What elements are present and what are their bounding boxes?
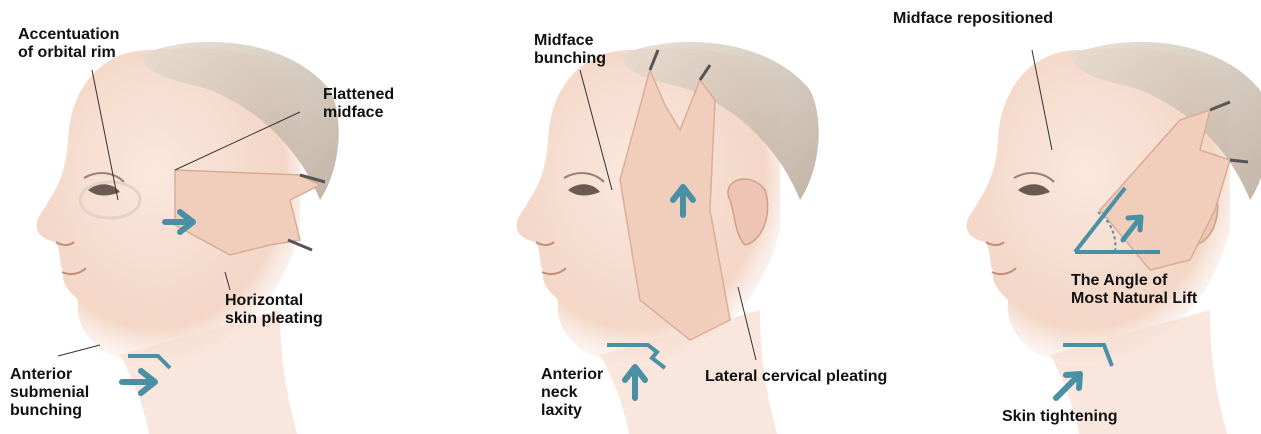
label-angle-lift: The Angle of Most Natural Lift [1071, 272, 1197, 308]
label-submental-bunching: Anterior submenial bunching [10, 366, 89, 420]
label-flattened-midface: Flattened midface [323, 86, 394, 122]
leader-submental [58, 345, 100, 356]
label-horizontal-pleating: Horizontal skin pleating [225, 292, 323, 328]
label-neck-laxity: Anterior neck laxity [541, 366, 603, 420]
label-midface-repositioned: Midface repositioned [893, 10, 1053, 28]
label-orbital-rim: Accentuation of orbital rim [18, 26, 119, 62]
label-lateral-pleating: Lateral cervical pleating [705, 368, 887, 386]
label-midface-bunching: Midface bunching [534, 32, 606, 68]
label-skin-tightening: Skin tightening [1002, 408, 1118, 426]
